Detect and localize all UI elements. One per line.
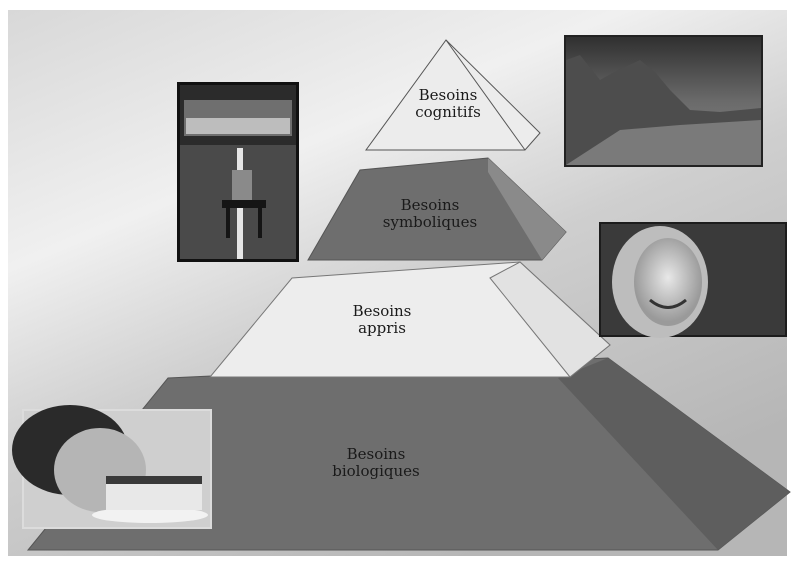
tier-appris	[208, 261, 611, 378]
label-cognitifs: Besoins cognitifs	[398, 87, 498, 121]
tier-symboliques-side	[488, 158, 566, 260]
tier-cognitifs	[365, 39, 541, 151]
label-symboliques-line2: symboliques	[382, 213, 478, 231]
label-appris: Besoins appris	[332, 303, 432, 337]
tier-cognitifs-edge	[445, 39, 526, 151]
label-appris-line2: appris	[358, 319, 406, 337]
label-cognitifs-line2: cognitifs	[415, 103, 481, 121]
label-biologiques: Besoins biologiques	[316, 446, 436, 480]
photo-desert	[564, 35, 763, 167]
label-biologiques-line2: biologiques	[332, 462, 420, 480]
tier-biologiques	[26, 357, 791, 551]
tier-symboliques	[307, 157, 567, 261]
tier-biologiques-side	[558, 358, 790, 550]
photo-ceremony	[177, 82, 299, 262]
label-cognitifs-line1: Besoins	[418, 86, 478, 104]
tier-cognitifs-front	[365, 39, 541, 151]
label-appris-line1: Besoins	[352, 302, 412, 320]
label-biologiques-line1: Besoins	[346, 445, 406, 463]
label-symboliques-line1: Besoins	[400, 196, 460, 214]
photo-child	[12, 405, 212, 529]
tier-appris-side	[489, 261, 611, 378]
photo-woman	[599, 222, 787, 338]
label-symboliques: Besoins symboliques	[370, 197, 490, 231]
